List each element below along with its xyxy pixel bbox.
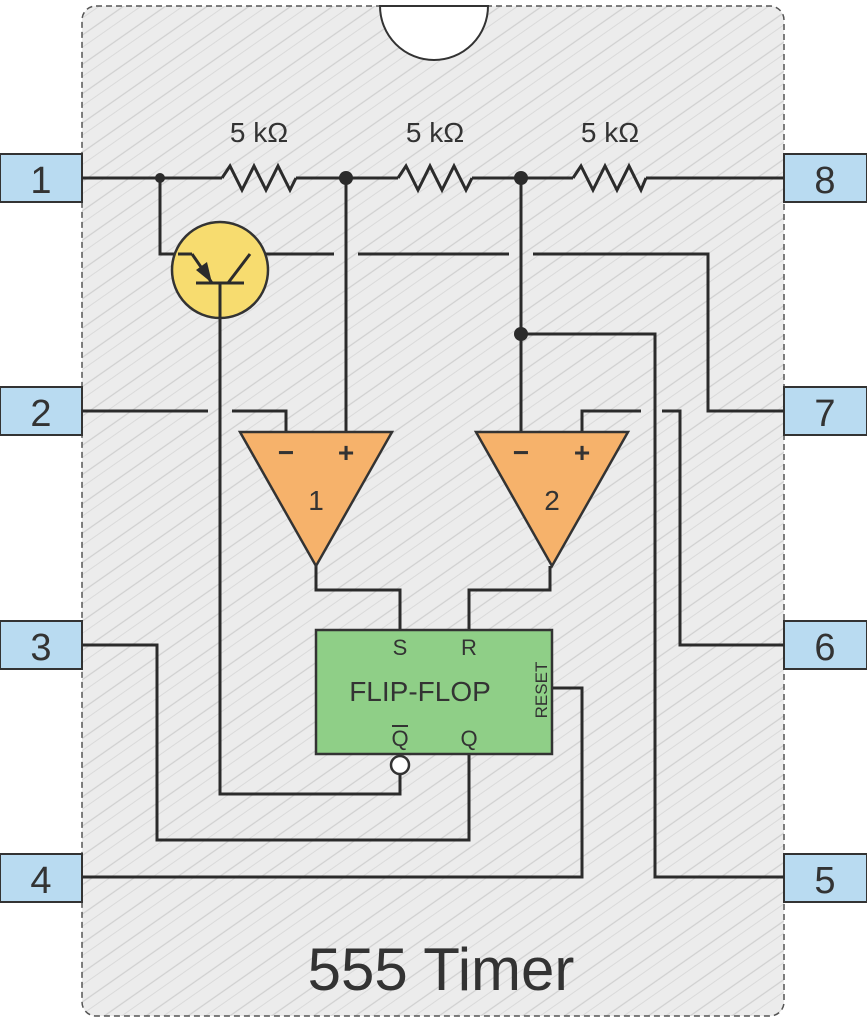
wire-q-to-pin3 bbox=[82, 643, 471, 842]
flip-flop-s-label: S bbox=[393, 635, 408, 660]
junction-dot bbox=[514, 171, 528, 185]
pin-1 bbox=[0, 153, 83, 203]
pin-4-label: 4 bbox=[30, 860, 51, 902]
wire-comp2-to-pin6-b bbox=[662, 409, 784, 647]
comparator-1-plus: + bbox=[338, 437, 354, 468]
pin-3-label: 3 bbox=[30, 627, 51, 669]
flip-flop-title: FLIP-FLOP bbox=[349, 676, 491, 707]
wire-transistor-to-pin7-c bbox=[533, 252, 784, 413]
resistor-1-label: 5 kΩ bbox=[230, 117, 288, 148]
wire-pin4-to-reset bbox=[82, 686, 584, 879]
pin-5 bbox=[783, 853, 867, 903]
flip-flop-qbar-label: Q bbox=[391, 726, 408, 751]
npn-transistor-icon bbox=[170, 220, 270, 320]
wire-node-to-pin5 bbox=[521, 332, 784, 879]
resistor-2-label: 5 kΩ bbox=[406, 117, 464, 148]
comparator-1-label: 1 bbox=[308, 485, 324, 516]
resistor-1-icon bbox=[220, 162, 298, 194]
chip-title: 555 Timer bbox=[308, 936, 575, 1003]
chip-notch bbox=[378, 5, 490, 61]
pin-7 bbox=[783, 386, 867, 436]
wire-comp1-to-s bbox=[314, 566, 402, 630]
junction-dot bbox=[514, 327, 528, 341]
resistor-3-label: 5 kΩ bbox=[581, 117, 639, 148]
junction-dot bbox=[339, 171, 353, 185]
inverter-bubble-icon bbox=[389, 754, 411, 776]
pin-6-label: 6 bbox=[814, 627, 835, 669]
resistor-2-icon bbox=[396, 162, 474, 194]
wire-pin2-to-comp1-b bbox=[232, 409, 288, 432]
comparator-1-minus: − bbox=[278, 437, 294, 468]
wire-comp2-to-pin6-a bbox=[580, 409, 641, 432]
comparator-2-minus: − bbox=[513, 437, 529, 468]
comparator-2-label: 2 bbox=[544, 485, 560, 516]
pin-8-label: 8 bbox=[814, 160, 835, 202]
comparator-2: − + 2 bbox=[473, 430, 631, 569]
comparator-2-plus: + bbox=[574, 437, 590, 468]
wire-comp2-to-r bbox=[467, 566, 552, 630]
pin-6 bbox=[783, 620, 867, 670]
pins: 1 2 3 4 8 7 6 5 bbox=[0, 153, 867, 903]
flip-flop-r-label: R bbox=[461, 635, 477, 660]
junction-dot bbox=[155, 173, 165, 183]
flip-flop-reset-label: RESET bbox=[532, 662, 551, 719]
flip-flop: S R FLIP-FLOP Q Q RESET bbox=[314, 628, 554, 776]
pin-2-label: 2 bbox=[30, 393, 51, 435]
wire-qbar-to-transistor bbox=[218, 296, 402, 796]
resistor-3-icon bbox=[571, 162, 648, 194]
flip-flop-q-label: Q bbox=[460, 726, 477, 751]
pin-2 bbox=[0, 386, 83, 436]
pin-1-label: 1 bbox=[30, 160, 51, 202]
wires bbox=[82, 162, 784, 879]
pin-3 bbox=[0, 620, 83, 670]
pin-5-label: 5 bbox=[814, 860, 835, 902]
comparator-1: − + 1 bbox=[237, 430, 395, 569]
pin-7-label: 7 bbox=[814, 393, 835, 435]
